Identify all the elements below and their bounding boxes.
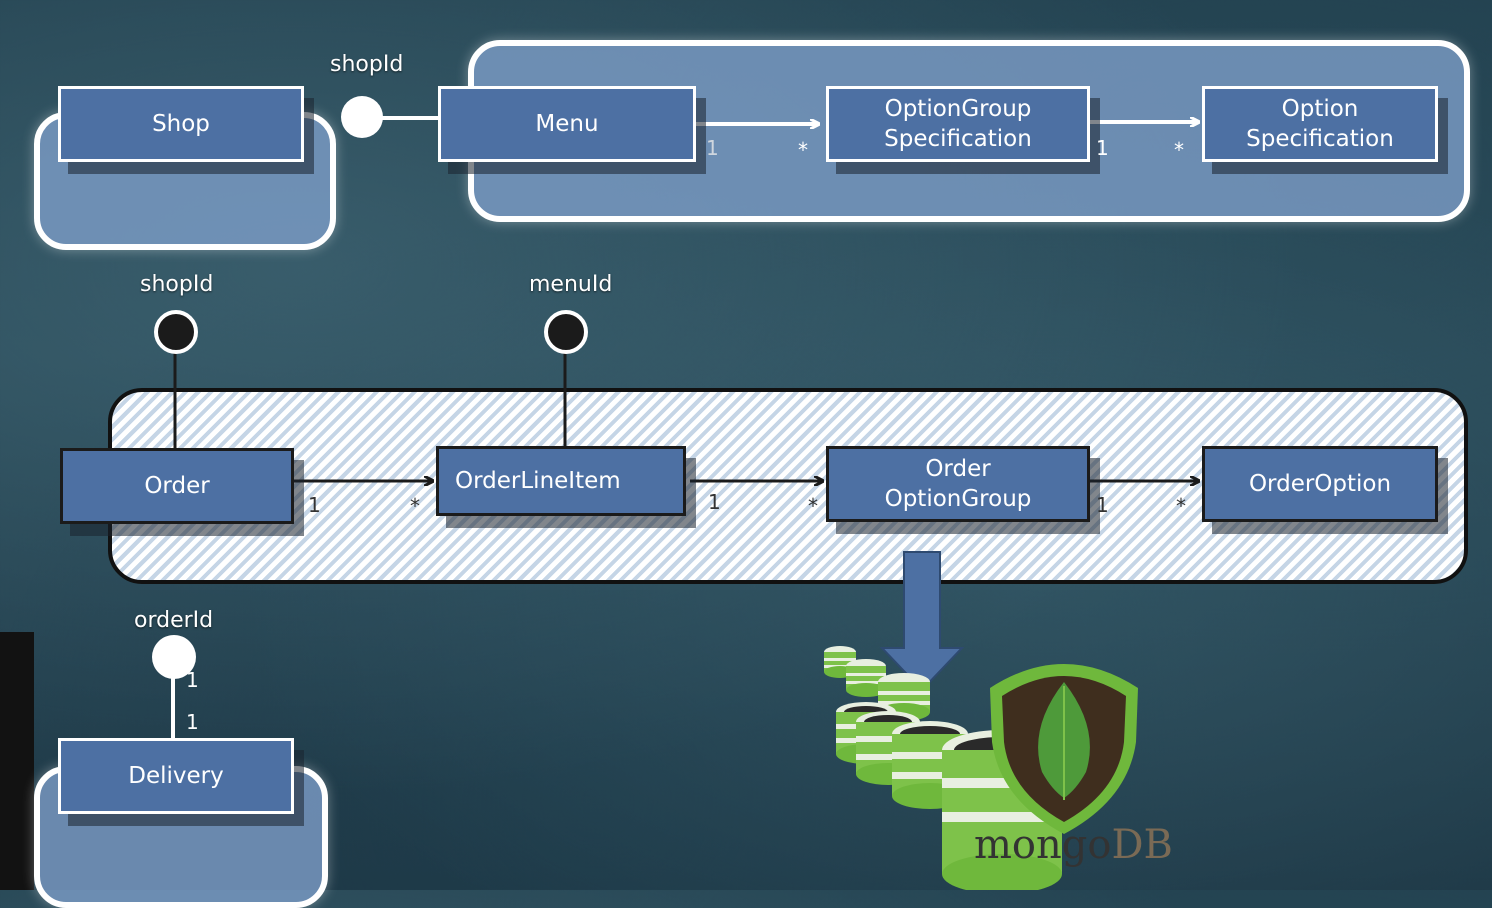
menu-shopid-dot [341,96,383,138]
order-shopid-label: shopId [140,272,214,297]
mongodb-logo-db: DB [1111,822,1173,868]
orderoption-entity-label: OrderOption [1248,471,1392,497]
orderlineitem-entity-label: OrderLineItem [455,468,621,494]
orderlineitem-entity: OrderLineItem [436,446,686,516]
lineitem-menuid-dot [544,310,588,354]
delivery-entity-label: Delivery [128,763,224,789]
left-edge-strip [0,632,34,890]
mult-orderoption-many: * [1176,494,1186,518]
order-shopid-dot [154,310,198,354]
mult-lineitem-many: * [410,494,420,518]
mult-option-many: * [1174,138,1184,162]
shop-entity: Shop [58,86,304,162]
lineitem-menuid-label: menuId [529,272,613,297]
mongodb-leaf-icon [990,664,1138,834]
mult-menu-one: 1 [706,136,719,160]
mult-ordergroup-one: 1 [1096,493,1109,517]
option-spec-label-line1: Option [1281,96,1359,122]
order-optiongroup-label-line2: OptionGroup [884,486,1032,512]
mongodb-logo-mongo: mongo [974,822,1112,868]
shop-entity-label: Shop [152,111,210,137]
order-optiongroup-entity: Order OptionGroup [826,446,1090,522]
menu-entity: Menu [438,86,696,162]
mult-orderid-one: 1 [186,668,199,692]
optiongroup-spec-label-line1: OptionGroup [884,96,1032,122]
delivery-orderid-dot [152,635,196,679]
orderoption-entity: OrderOption [1202,446,1438,522]
mult-order-one: 1 [308,493,321,517]
mult-lineitem-one: 1 [708,490,721,514]
persist-down-arrow [879,551,965,692]
delivery-orderid-label: orderId [134,608,214,633]
mult-delivery-one: 1 [186,710,199,734]
mult-optiongroup-one: 1 [1096,136,1109,160]
delivery-entity: Delivery [58,738,294,814]
menu-entity-label: Menu [535,111,599,137]
optiongroup-spec-label-line2: Specification [884,126,1032,152]
option-spec-entity: Option Specification [1202,86,1438,162]
order-optiongroup-label-line1: Order [925,456,991,482]
menu-shopid-label: shopId [330,52,404,77]
mult-ordergroup-many: * [808,494,818,518]
optiongroup-spec-entity: OptionGroup Specification [826,86,1090,162]
option-spec-label-line2: Specification [1246,126,1394,152]
order-entity-label: Order [144,473,210,499]
mongodb-logo-text: mongoDB [974,822,1173,868]
order-entity: Order [60,448,294,524]
mult-optiongroup-many: * [798,138,808,162]
